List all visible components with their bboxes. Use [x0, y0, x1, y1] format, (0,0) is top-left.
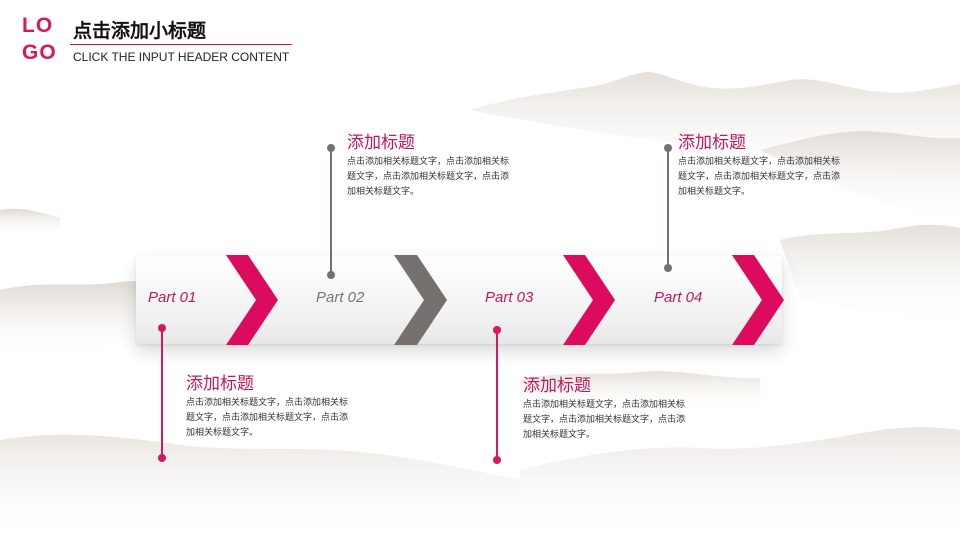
header-divider	[70, 44, 292, 45]
part-label-2: Part 02	[316, 289, 365, 306]
connector-line-2	[330, 148, 332, 275]
connector-dot-2-bottom	[327, 271, 335, 279]
callout-body: 点击添加相关标题文字，点击添加相关标题文字，点击添加相关标题文字，点击添加相关标…	[186, 398, 349, 438]
callout-title: 添加标题	[678, 133, 746, 153]
chevron-arrow-icon	[563, 255, 615, 345]
logo-line-1: LO	[22, 14, 54, 37]
callout-part-3: 添加标题 点击添加相关标题文字，点击添加相关标题文字，点击添加相关标题文字，点击…	[523, 375, 693, 443]
part-label-1: Part 01	[148, 289, 197, 306]
callout-part-2: 添加标题 点击添加相关标题文字，点击添加相关标题文字，点击添加相关标题文字，点击…	[347, 132, 517, 200]
connector-dot-1-top	[158, 324, 166, 332]
callout-body: 点击添加相关标题文字，点击添加相关标题文字，点击添加相关标题文字，点击添加相关标…	[347, 157, 510, 197]
part-label-3: Part 03	[485, 289, 534, 306]
chevron-arrow-icon	[732, 255, 784, 345]
logo: LO GO	[22, 12, 66, 66]
connector-dot-1-bottom	[158, 454, 166, 462]
callout-title: 添加标题	[186, 374, 254, 394]
callout-part-1: 添加标题 点击添加相关标题文字，点击添加相关标题文字，点击添加相关标题文字，点击…	[186, 373, 356, 441]
callout-part-4: 添加标题 点击添加相关标题文字，点击添加相关标题文字，点击添加相关标题文字，点击…	[678, 132, 848, 200]
connector-dot-4-top	[664, 144, 672, 152]
callout-title: 添加标题	[347, 133, 415, 153]
page-subtitle: CLICK THE INPUT HEADER CONTENT	[73, 50, 290, 64]
connector-dot-3-top	[493, 326, 501, 334]
logo-line-2: GO	[22, 41, 57, 64]
callout-body: 点击添加相关标题文字，点击添加相关标题文字，点击添加相关标题文字，点击添加相关标…	[523, 400, 686, 440]
connector-line-1	[161, 328, 163, 458]
callout-body: 点击添加相关标题文字，点击添加相关标题文字，点击添加相关标题文字，点击添加相关标…	[678, 157, 841, 197]
page-title: 点击添加小标题	[73, 20, 207, 42]
part-label-4: Part 04	[654, 289, 703, 306]
connector-dot-3-bottom	[493, 456, 501, 464]
chevron-arrow-icon	[226, 255, 278, 345]
connector-line-4	[667, 148, 669, 268]
connector-line-3	[496, 330, 498, 460]
connector-dot-4-bottom	[664, 264, 672, 272]
chevron-arrow-icon	[394, 255, 447, 345]
connector-dot-2-top	[327, 144, 335, 152]
callout-title: 添加标题	[523, 376, 591, 396]
